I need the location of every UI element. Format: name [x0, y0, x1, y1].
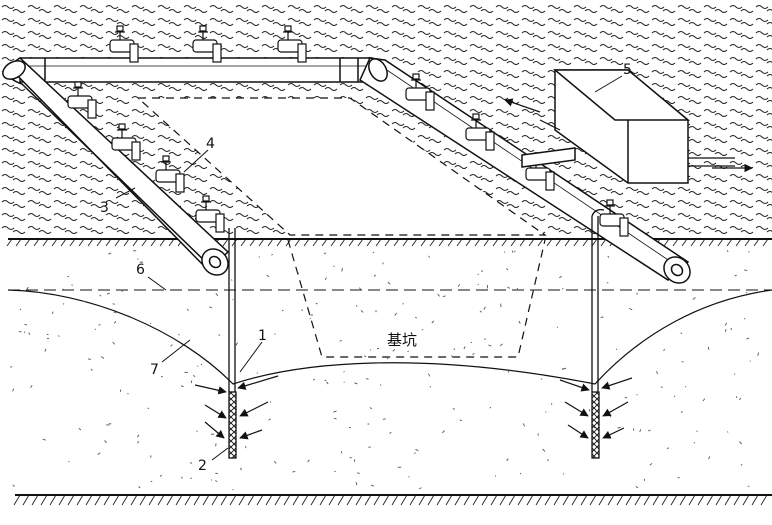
valve-fitting: [192, 25, 222, 63]
well-point-right: [591, 208, 605, 459]
valve-fitting: [109, 25, 139, 63]
pump-unit: [504, 69, 753, 184]
valve-fitting: [405, 73, 435, 111]
pit-section-outline: [287, 239, 546, 358]
valve-fitting: [155, 155, 185, 193]
inflow-arrows: [194, 375, 633, 440]
label-4: 4: [206, 136, 215, 152]
riser-valves: [67, 25, 629, 237]
label-6: 6: [136, 262, 145, 278]
label-pit: 基坑: [387, 331, 417, 349]
valve-fitting: [195, 195, 225, 233]
label-2: 2: [198, 458, 207, 474]
label-5: 5: [623, 62, 632, 78]
pit-plan-outline: [136, 97, 547, 236]
leader-lines: [115, 75, 623, 461]
label-7: 7: [150, 362, 159, 378]
header-pipe-system: [2, 57, 691, 284]
bottom-hatch: [13, 494, 768, 506]
valve-fitting: [599, 199, 629, 237]
valve-fitting: [111, 123, 141, 161]
soil-speckles: [10, 250, 760, 491]
label-3: 3: [100, 200, 109, 216]
lowered-water-table: [7, 289, 772, 385]
valve-fitting: [465, 113, 495, 151]
valve-fitting: [67, 81, 97, 119]
label-1: 1: [258, 328, 267, 344]
valve-fitting: [277, 25, 307, 63]
well-point-left: [228, 228, 237, 459]
